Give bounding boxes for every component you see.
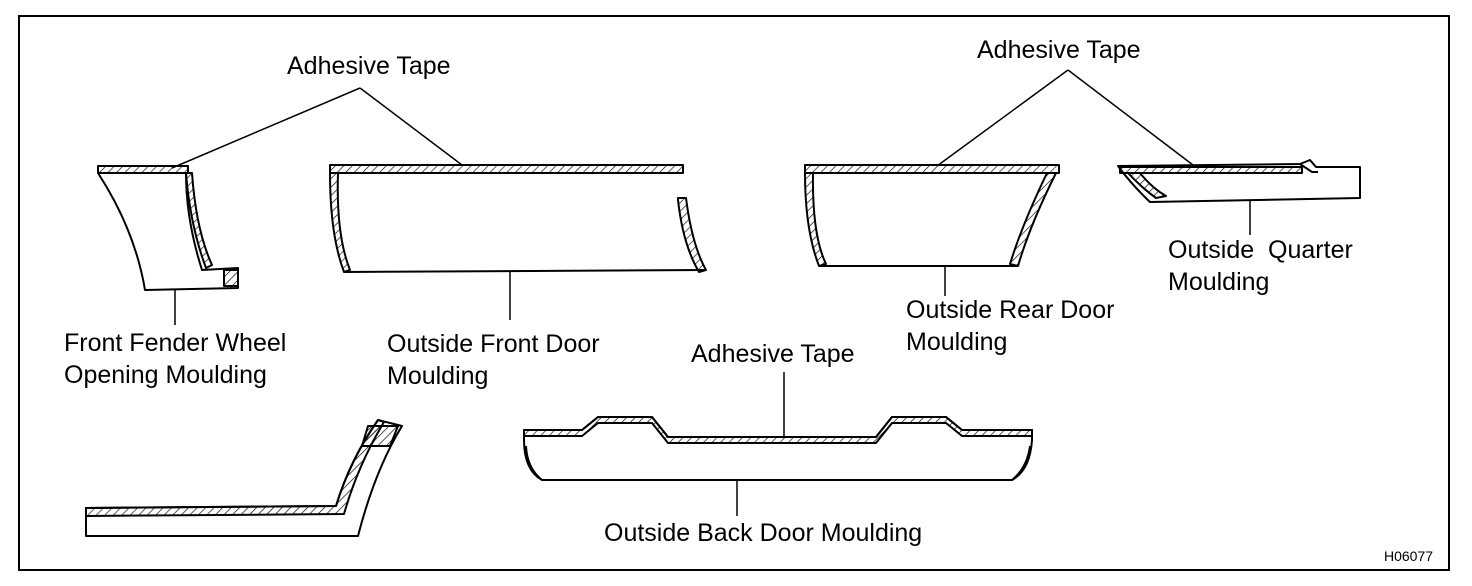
quarter-moulding-section	[1117, 159, 1361, 203]
front-door-moulding-section	[329, 164, 707, 273]
back-door-label: Outside Back Door Moulding	[604, 519, 923, 547]
rear-door-label-line2: Moulding	[906, 328, 1008, 356]
front-fender-moulding-section	[97, 165, 239, 291]
rear-door-label-line1: Outside Rear Door	[906, 296, 1115, 324]
front-door-label-line1: Outside Front Door	[387, 330, 600, 358]
back-door-moulding-section	[523, 416, 1033, 481]
adhesive-tape-label-left: Adhesive Tape	[287, 52, 451, 80]
front-door-label-line2: Moulding	[387, 362, 489, 390]
front-fender-label-line1: Front Fender Wheel	[64, 329, 287, 357]
adhesive-tape-label-right: Adhesive Tape	[977, 36, 1141, 64]
figure-code: H06077	[1384, 548, 1434, 564]
leader-lines	[171, 69, 1251, 516]
rear-door-moulding-section	[804, 164, 1060, 267]
quarter-label-line1: Outside Quarter	[1168, 236, 1353, 264]
bent-moulding-section	[85, 419, 403, 537]
quarter-label-line2: Moulding	[1168, 268, 1270, 296]
adhesive-tape-label-back: Adhesive Tape	[691, 340, 855, 368]
front-fender-label-line2: Opening Moulding	[64, 361, 267, 389]
